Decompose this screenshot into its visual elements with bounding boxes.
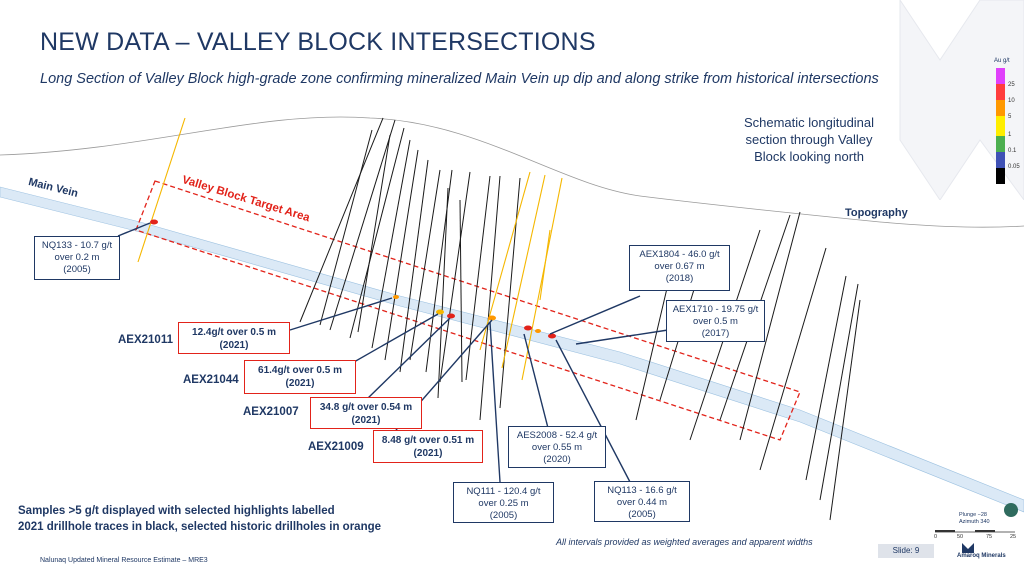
drillhole-label: AEX21011 (118, 334, 173, 346)
historic-drillholes (137, 117, 563, 381)
page-subtitle: Long Section of Valley Block high-grade … (40, 71, 879, 87)
footnote: All intervals provided as weighted avera… (556, 537, 813, 547)
result-box-aex21011: 12.4g/t over 0.5 m (2021) (178, 322, 290, 354)
result-box-aex21007: 34.8 g/t over 0.54 m (2021) (310, 397, 422, 429)
slide-number: Slide: 9 (878, 544, 934, 558)
main-vein-band (0, 186, 1024, 513)
legend-swatch (996, 68, 1005, 84)
drillholes-2021 (299, 117, 861, 521)
footer-text: Nalunaq Updated Mineral Resource Estimat… (40, 557, 208, 564)
legend-swatch (996, 116, 1005, 136)
topography-line (0, 116, 1024, 228)
callout-nq111: NQ111 - 120.4 g/t over 0.25 m (2005) (453, 482, 554, 523)
callout-nq113: NQ113 - 16.6 g/t over 0.44 m (2005) (594, 481, 690, 522)
legend-swatch (996, 100, 1005, 116)
topography-label: Topography (845, 207, 908, 219)
watermark-logo (899, 0, 1024, 200)
notes: Samples >5 g/t displayed with selected h… (18, 503, 381, 535)
target-area-outline (135, 180, 801, 441)
note-line: Samples >5 g/t displayed with selected h… (18, 505, 335, 517)
legend-swatch (996, 136, 1005, 152)
schematic-line-3: Block looking north (754, 149, 864, 164)
legend-swatch (996, 152, 1005, 168)
sample-markers (150, 219, 556, 339)
legend-swatch (996, 84, 1005, 100)
callout-aex1710: AEX1710 - 19.75 g/t over 0.5 m (2017) (666, 300, 765, 342)
callout-nq133: NQ133 - 10.7 g/t over 0.2 m (2005) (34, 236, 120, 280)
company-logo-text: Amaroq Minerals (957, 553, 1006, 559)
result-box-aex21009: 8.48 g/t over 0.51 m (2021) (373, 430, 483, 463)
result-box-aex21044: 61.4g/t over 0.5 m (2021) (244, 360, 356, 394)
callout-aex1804: AEX1804 - 46.0 g/t over 0.67 m (2018) (629, 245, 730, 291)
drillhole-label: AEX21044 (183, 374, 239, 386)
drillhole-label: AEX21009 (308, 441, 364, 453)
schematic-line-1: Schematic longitudinal (743, 115, 875, 130)
legend-swatch (996, 168, 1005, 184)
orientation-widget (935, 503, 1018, 533)
plunge-azimuth: Plunge −28 Azimuth 340 (959, 512, 990, 525)
note-line: 2021 drillhole traces in black, selected… (18, 521, 382, 533)
legend-title: Au g/t (994, 58, 1010, 64)
callout-aes2008: AES2008 - 52.4 g/t over 0.55 m (2020) (508, 426, 606, 468)
company-logo-icon (962, 543, 974, 553)
drillhole-label: AEX21007 (243, 406, 299, 418)
schematic-note: Schematic longitudinal section through V… (732, 114, 886, 165)
schematic-line-2: section through Valley (745, 132, 873, 147)
page-title: NEW DATA – VALLEY BLOCK INTERSECTIONS (40, 28, 596, 56)
